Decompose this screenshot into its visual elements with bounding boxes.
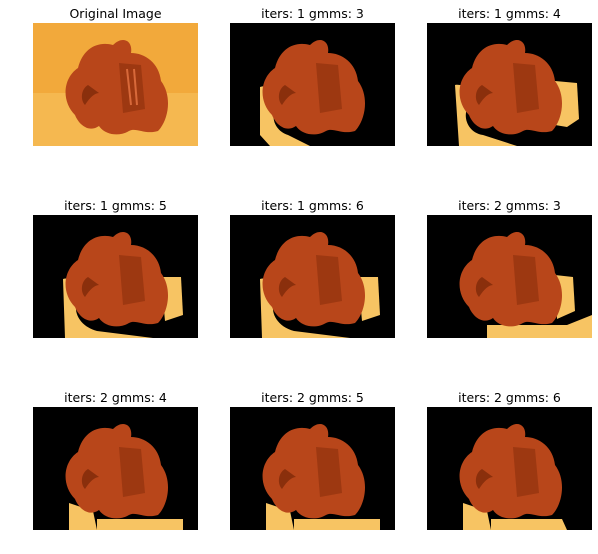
figurine [459,231,563,327]
figurine [262,231,366,327]
figurine [65,423,169,519]
figurine [262,39,366,135]
figurine [459,423,563,519]
panel-image [33,23,198,146]
figurine [65,231,169,327]
panel-title: Original Image [69,6,162,21]
panel-title: iters: 2 gmms: 5 [261,390,364,405]
panel-image [427,23,592,146]
panel-title: iters: 1 gmms: 6 [261,198,364,213]
panel-image [33,407,198,530]
figurine [262,423,366,519]
panel-title: iters: 2 gmms: 3 [458,198,561,213]
panel-image [33,215,198,338]
panel-title: iters: 1 gmms: 5 [64,198,167,213]
panel-image [427,407,592,530]
panel-title: iters: 2 gmms: 4 [64,390,167,405]
panel-title: iters: 2 gmms: 6 [458,390,561,405]
figurine [65,39,169,135]
panel-image [230,23,395,146]
panel-image [427,215,592,338]
panel-title: iters: 1 gmms: 4 [458,6,561,21]
panel-image [230,215,395,338]
panel-image [230,407,395,530]
figurine [459,39,563,135]
panel-title: iters: 1 gmms: 3 [261,6,364,21]
